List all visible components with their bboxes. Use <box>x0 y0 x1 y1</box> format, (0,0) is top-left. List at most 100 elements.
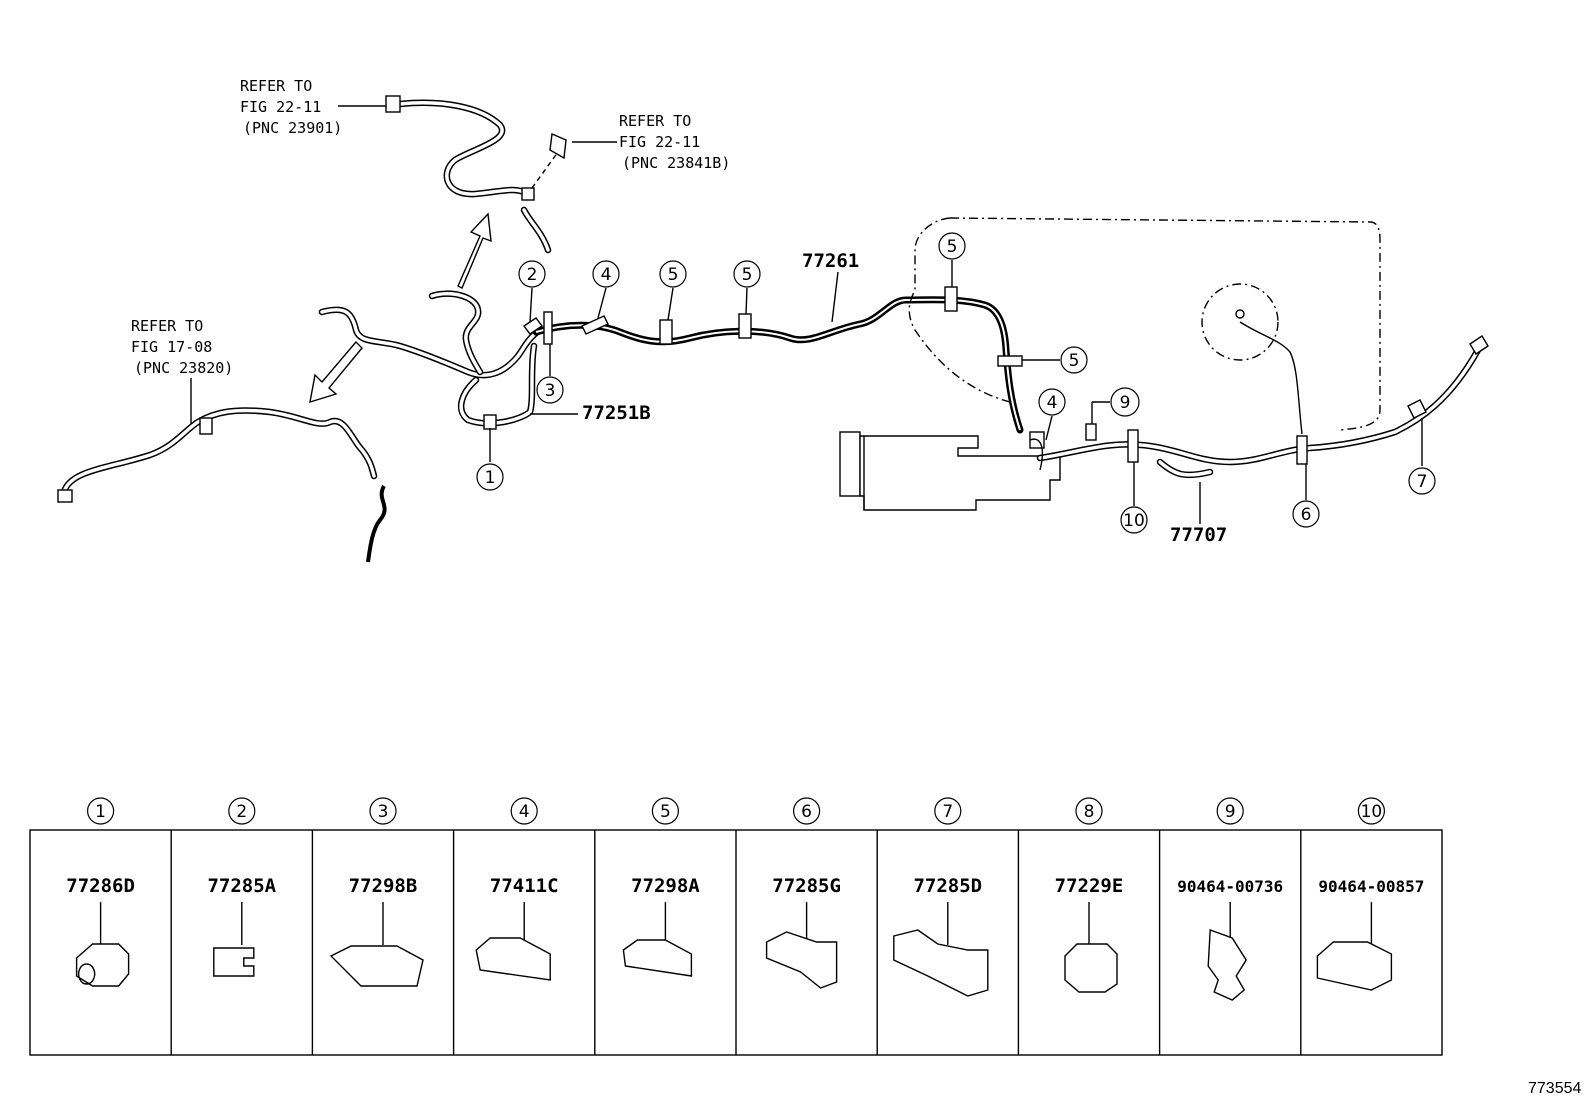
legend-cell-7: 7 77285D <box>876 797 989 1055</box>
legend-number-circle <box>228 797 256 825</box>
clip-shape <box>893 929 989 997</box>
legend-cell-6: 6 77285G <box>735 797 841 1055</box>
svg-text:FIG 17-08: FIG 17-08 <box>131 338 212 356</box>
reference-note-fig-22-11-pnc-23841b: REFER TO FIG 22-11 (PNC 23841B) <box>572 112 730 172</box>
svg-text:4: 4 <box>601 265 612 285</box>
legend-part-number: 90464-00857 <box>1318 877 1424 896</box>
legend-number: 4 <box>519 802 530 822</box>
clip-shape <box>1207 929 1248 1001</box>
callout-1: 1 <box>476 428 504 491</box>
callout-5-c: 5 <box>938 232 966 287</box>
svg-text:2: 2 <box>527 265 538 285</box>
svg-text:10: 10 <box>1123 511 1145 531</box>
direction-arrow-down <box>309 340 363 404</box>
svg-text:5: 5 <box>668 265 679 285</box>
legend-number-circle <box>369 797 397 825</box>
legend-number-circle <box>934 797 962 825</box>
main-fuel-tube <box>522 286 1024 434</box>
svg-text:REFER TO: REFER TO <box>619 112 691 130</box>
svg-text:4: 4 <box>1047 393 1058 413</box>
callout-10: 9 <box>1091 387 1140 424</box>
legend-part-number: 90464-00736 <box>1177 877 1283 896</box>
fuel-tank-outline <box>908 217 1381 435</box>
legend-cell-10: 10 90464-00857 <box>1300 797 1424 1055</box>
svg-text:(PNC 23820): (PNC 23820) <box>134 359 233 377</box>
svg-text:(PNC 23901): (PNC 23901) <box>243 119 342 137</box>
callout-9: 4 <box>1038 388 1066 441</box>
svg-text:(PNC 23841B): (PNC 23841B) <box>622 154 730 172</box>
legend-part-number: 77411C <box>490 875 559 897</box>
legend-number: 9 <box>1225 802 1236 822</box>
callout-2: 2 <box>518 260 546 323</box>
legend-cell-1: 1 77286D <box>66 797 135 987</box>
upper-hose-assembly <box>385 95 567 254</box>
clip-shape <box>765 931 838 989</box>
part-label-77707: 77707 <box>1170 524 1227 546</box>
legend-part-number: 77285D <box>913 875 982 897</box>
svg-text:7: 7 <box>1417 472 1428 492</box>
clip-shape <box>329 945 424 987</box>
legend-number: 6 <box>801 802 812 822</box>
svg-text:REFER TO: REFER TO <box>240 77 312 95</box>
left-fuel-tube <box>57 407 387 563</box>
svg-text:5: 5 <box>1069 351 1080 371</box>
legend-number: 8 <box>1084 802 1095 822</box>
callout-8: 7 <box>1408 418 1436 495</box>
svg-text:6: 6 <box>1301 505 1312 525</box>
clip-illustration <box>622 939 693 977</box>
clip-illustration <box>893 929 989 997</box>
svg-text:1: 1 <box>485 468 496 488</box>
callout-3: 3 <box>536 344 564 404</box>
svg-text:FIG 22-11: FIG 22-11 <box>240 98 321 116</box>
clip-illustration <box>475 937 551 981</box>
legend-number-circle <box>1216 797 1244 825</box>
legend-part-number: 77286D <box>66 875 135 897</box>
legend-number: 1 <box>95 802 106 822</box>
svg-text:FIG 22-11: FIG 22-11 <box>619 133 700 151</box>
clip-shape <box>475 937 551 981</box>
legend-cell-9: 9 90464-00736 <box>1158 797 1283 1055</box>
reference-note-fig-17-08-pnc-23820: REFER TO FIG 17-08 (PNC 23820) <box>131 317 233 424</box>
legend-part-number: 77229E <box>1055 875 1124 897</box>
clip-illustration <box>1064 943 1118 993</box>
legend-number: 7 <box>942 802 953 822</box>
clip-shape <box>622 939 693 977</box>
svg-text:9: 9 <box>1120 393 1131 413</box>
direction-arrow-up <box>457 212 492 289</box>
clip-illustration <box>765 931 838 989</box>
callout-7: 6 <box>1292 464 1320 528</box>
legend-number-circle <box>86 797 115 825</box>
legend-number: 10 <box>1361 802 1383 822</box>
legend-number-circle <box>510 797 538 825</box>
clip-shape <box>1064 943 1118 993</box>
legend-cell-8: 8 77229E <box>1017 797 1124 1055</box>
rear-tube-assembly <box>1029 335 1489 479</box>
legend-cell-4: 4 77411C <box>452 797 559 1055</box>
legend-part-number: 77285A <box>207 875 276 897</box>
clip-shape <box>75 943 130 987</box>
callout-6: 10 <box>1120 462 1148 534</box>
svg-text:5: 5 <box>742 265 753 285</box>
svg-text:5: 5 <box>947 237 958 257</box>
legend-number: 5 <box>660 802 671 822</box>
legend-number-circle <box>651 797 680 825</box>
part-label-77261: 77261 <box>802 250 859 272</box>
legend-number: 3 <box>378 802 389 822</box>
callout-5-b: 5 <box>733 260 761 315</box>
figure-id: 773554 <box>1528 1080 1581 1097</box>
svg-text:REFER TO: REFER TO <box>131 317 203 335</box>
callout-4-front: 4 <box>592 260 620 319</box>
legend-part-number: 77285G <box>772 875 841 897</box>
clip-illustration <box>75 943 130 987</box>
clip-illustration <box>1316 941 1393 991</box>
clip-shape <box>1316 941 1393 991</box>
legend-number-circle <box>792 797 821 825</box>
clip-illustration <box>329 945 424 987</box>
legend-number-circle <box>1357 797 1386 825</box>
front-tube-assembly <box>318 290 544 430</box>
